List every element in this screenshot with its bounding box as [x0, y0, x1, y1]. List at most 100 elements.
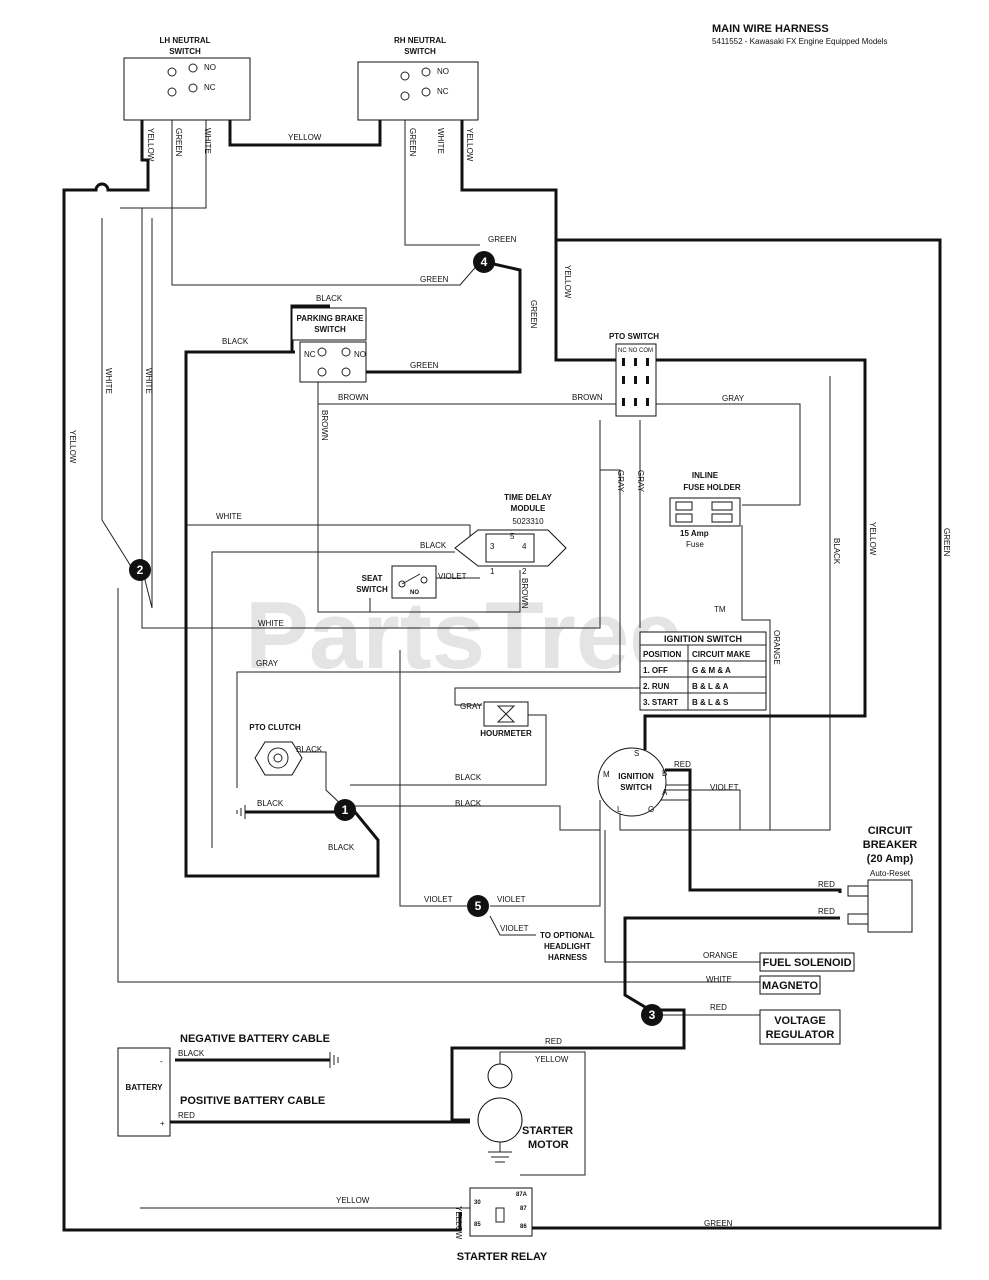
svg-text:2: 2 — [137, 563, 144, 577]
lh-neutral-label-2: SWITCH — [169, 47, 201, 56]
ign-l: L — [617, 805, 622, 814]
wire-label-black-node1: BLACK — [455, 799, 482, 808]
relay-85: 85 — [474, 1222, 481, 1228]
pto-clutch: PTO CLUTCH — [249, 723, 303, 776]
wire-label-black-pb: BLACK — [316, 294, 343, 303]
watermark-tm: TM — [714, 605, 726, 614]
wire-label-gray-2: GRAY — [616, 470, 625, 493]
pto-switch: PTO SWITCH NC NO COM — [609, 332, 659, 417]
magneto: MAGNETO — [759, 975, 821, 995]
junction-node-4: 4 — [473, 251, 495, 273]
ign-g: G — [648, 805, 654, 814]
tdm-label-2: MODULE — [511, 504, 546, 513]
svg-text:3: 3 — [649, 1008, 656, 1022]
vr-label-1: VOLTAGE — [774, 1015, 826, 1027]
wire-label-white-magneto: WHITE — [706, 975, 732, 984]
pb-nc-label: NC — [304, 350, 316, 359]
ignition-row-2-make: B & L & A — [692, 682, 729, 691]
wire-label-gray-5: GRAY — [460, 702, 483, 711]
pto-clutch-label: PTO CLUTCH — [249, 723, 301, 732]
lh-no-label: NO — [204, 63, 216, 72]
ignition-label-1: IGNITION — [618, 772, 654, 781]
hourmeter-label: HOURMETER — [480, 729, 532, 738]
wire-label-yellow-starter: YELLOW — [535, 1055, 569, 1064]
wire-label-green-4b: GREEN — [420, 275, 449, 284]
seat-switch-label-2: SWITCH — [356, 585, 388, 594]
wire-labels: YELLOW YELLOW GREEN WHITE GREEN WHITE YE… — [68, 128, 951, 1240]
wire-label-brown-3: BROWN — [320, 410, 329, 441]
watermark: PartsTree — [245, 582, 683, 689]
time-delay-module: TIME DELAY MODULE 5023310 5 3 4 1 2 — [454, 493, 567, 576]
headlight-label-3: HARNESS — [548, 953, 588, 962]
headlight-label-1: TO OPTIONAL — [540, 931, 595, 940]
hourmeter: HOURMETER — [480, 701, 532, 738]
ground-symbol — [236, 805, 246, 819]
circuit-breaker: CIRCUIT BREAKER (20 Amp) Auto-Reset — [847, 825, 917, 933]
ignition-table-header-circuit: CIRCUIT MAKE — [692, 650, 751, 659]
wire-label-black-battery: BLACK — [178, 1049, 205, 1058]
wire-label-yellow-left: YELLOW — [68, 430, 77, 464]
cb-label-1: CIRCUIT — [868, 825, 913, 837]
wire-label-lh-yellow: YELLOW — [146, 128, 155, 162]
pto-switch-pins: NC NO COM — [618, 348, 653, 354]
ign-b: B — [662, 769, 667, 778]
lh-nc-label: NC — [204, 83, 216, 92]
wire-label-rh-yellow: YELLOW — [465, 128, 474, 162]
wire-label-red-battery: RED — [178, 1111, 195, 1120]
wire-label-gray-3: GRAY — [636, 470, 645, 493]
junction-node-2: 2 — [129, 559, 151, 581]
ignition-row-3-pos: 3. START — [643, 698, 678, 707]
tdm-pin-1: 1 — [490, 567, 495, 576]
wire-label-black-left: BLACK — [222, 337, 249, 346]
wire-label-red-vr: RED — [710, 1003, 727, 1012]
wire-label-yellow-right: YELLOW — [868, 522, 877, 556]
starter-motor-label-1: STARTER — [522, 1125, 573, 1137]
wire-label-violet-5b: VIOLET — [497, 895, 526, 904]
lh-neutral-label-1: LH NEUTRAL — [159, 36, 210, 45]
ignition-row-1-make: G & M & A — [692, 666, 731, 675]
wire-label-yellow-relay: YELLOW — [454, 1206, 463, 1240]
svg-text:4: 4 — [481, 255, 488, 269]
wire-label-white-2: WHITE — [144, 368, 153, 394]
battery-minus: - — [160, 1057, 163, 1066]
wire-label-brown-1: BROWN — [338, 393, 369, 402]
wire-label-gray-1: GRAY — [722, 394, 745, 403]
wire-label-white-4: WHITE — [258, 619, 284, 628]
ignition-row-3-make: B & L & S — [692, 698, 729, 707]
wire-label-lh-green: GREEN — [174, 128, 183, 157]
wire-label-red-cb1: RED — [818, 880, 835, 889]
wire-label-yellow-top: YELLOW — [288, 133, 322, 142]
fuse-holder-label-2: FUSE HOLDER — [683, 483, 741, 492]
battery-plus: + — [160, 1119, 165, 1128]
wire-label-rh-white: WHITE — [436, 128, 445, 154]
heavy-wires — [62, 120, 942, 1232]
relay-87a: 87A — [516, 1192, 528, 1198]
ign-m: M — [603, 770, 610, 779]
wire-label-red-cb2: RED — [818, 907, 835, 916]
wire-label-white-3: WHITE — [216, 512, 242, 521]
wire-label-yellow-pto: YELLOW — [563, 265, 572, 299]
battery-label: BATTERY — [126, 1083, 164, 1092]
seat-switch: SEAT SWITCH NO — [356, 565, 437, 599]
pos-cable-label: POSITIVE BATTERY CABLE — [180, 1095, 325, 1107]
wire-label-green-right: GREEN — [942, 528, 951, 557]
relay-86: 86 — [520, 1224, 527, 1230]
seat-no-label: NO — [410, 590, 419, 596]
cb-label-3: (20 Amp) — [867, 853, 914, 865]
magneto-label: MAGNETO — [762, 980, 818, 992]
wire-label-gray-4: GRAY — [256, 659, 279, 668]
tdm-pin-4: 4 — [522, 542, 527, 551]
ignition-table: IGNITION SWITCH POSITION CIRCUIT MAKE 1.… — [639, 631, 767, 711]
wire-label-black-hour: BLACK — [455, 773, 482, 782]
rh-neutral-label-1: RH NEUTRAL — [394, 36, 446, 45]
rh-neutral-switch: RH NEUTRAL SWITCH NO NC — [357, 36, 479, 121]
parking-brake-switch: PARKING BRAKE SWITCH NC NO — [291, 307, 367, 383]
seat-switch-label-1: SEAT — [362, 574, 383, 583]
thin-wires — [101, 120, 831, 1209]
ignition-table-title: IGNITION SWITCH — [664, 634, 742, 644]
ignition-table-header-position: POSITION — [643, 650, 681, 659]
svg-text:1: 1 — [342, 803, 349, 817]
wire-label-black-bottom: BLACK — [328, 843, 355, 852]
wire-label-violet-5c: VIOLET — [500, 924, 529, 933]
cb-label-2: BREAKER — [863, 839, 917, 851]
